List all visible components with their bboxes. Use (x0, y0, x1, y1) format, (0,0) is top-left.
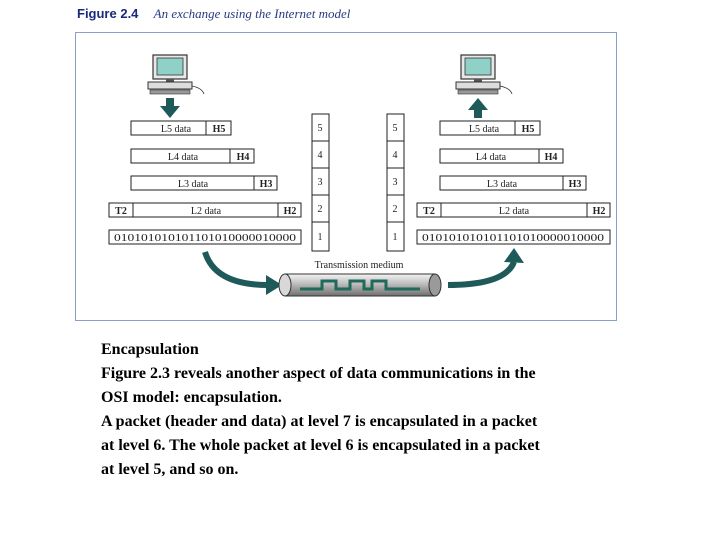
left-frame-level-2 (108, 202, 302, 218)
right-layer-number-3: 3 (393, 177, 398, 188)
body-line: Figure 2.3 reveals another aspect of dat… (101, 365, 536, 382)
right-layer-number-2: 2 (393, 204, 398, 215)
right-level-1-bits: 010101010101101010000010000 (422, 233, 604, 244)
left-level-2-trailer: T2 (115, 206, 127, 217)
left-level-5-data: L5 data (161, 124, 192, 135)
left-layer-column (311, 113, 330, 252)
body-text: Encapsulation Figure 2.3 reveals another… (101, 338, 661, 482)
left-frame-level-1 (108, 229, 302, 245)
left-level-3-header: H3 (260, 179, 273, 190)
body-line: at level 6. The whole packet at level 6 … (101, 437, 540, 454)
left-level-1-bits: 010101010101101010000010000 (114, 233, 296, 244)
left-frame-level-4 (130, 148, 255, 164)
left-frame-level-3 (130, 175, 278, 191)
curved-arrow-icon (202, 250, 282, 295)
left-layer-number-1: 1 (318, 232, 323, 243)
left-level-5-header: H5 (213, 124, 226, 135)
computer-icon (147, 54, 205, 95)
down-arrow-icon (160, 98, 180, 118)
right-frame-level-1 (416, 229, 611, 245)
up-arrow-icon (468, 98, 488, 118)
right-level-4-header: H4 (545, 152, 558, 163)
left-layer-number-2: 2 (318, 204, 323, 215)
curved-arrow-icon (447, 248, 524, 288)
left-layer-number-3: 3 (318, 177, 323, 188)
left-layer-number-5: 5 (318, 123, 323, 134)
body-heading: Encapsulation (101, 341, 199, 358)
right-layer-number-4: 4 (393, 150, 398, 161)
body-line: OSI model: encapsulation. (101, 389, 282, 406)
encapsulation-diagram: L5 data H5 L4 data H4 L3 data H3 T2 L2 d… (108, 54, 611, 297)
right-frame-level-4 (439, 148, 564, 164)
right-level-3-header: H3 (569, 179, 582, 190)
right-layer-number-1: 1 (393, 232, 398, 243)
right-frame-level-5 (439, 120, 541, 136)
medium-label: Transmission medium (315, 260, 404, 271)
right-level-2-data: L2 data (499, 206, 530, 217)
right-layer-column (386, 113, 405, 252)
figure-number: Figure 2.4 (77, 6, 139, 21)
left-level-4-header: H4 (237, 152, 250, 163)
left-level-2-header: H2 (284, 206, 297, 217)
right-frame-level-3 (439, 175, 587, 191)
left-frame-level-5 (130, 120, 232, 136)
figure-title: An exchange using the Internet model (153, 6, 351, 21)
right-level-2-header: H2 (593, 206, 606, 217)
left-layer-number-4: 4 (318, 150, 323, 161)
body-line: at level 5, and so on. (101, 461, 239, 478)
right-level-5-data: L5 data (469, 124, 500, 135)
right-level-2-trailer: T2 (423, 206, 435, 217)
right-layer-number-5: 5 (393, 123, 398, 134)
right-level-5-header: H5 (522, 124, 535, 135)
left-level-4-data: L4 data (168, 152, 199, 163)
left-level-2-data: L2 data (191, 206, 222, 217)
cable-icon (278, 273, 442, 297)
figure-caption: Figure 2.4 An exchange using the Interne… (77, 6, 350, 22)
left-level-3-data: L3 data (178, 179, 209, 190)
right-level-4-data: L4 data (476, 152, 507, 163)
right-frame-level-2 (416, 202, 611, 218)
right-level-3-data: L3 data (487, 179, 518, 190)
computer-icon (455, 54, 513, 95)
body-line: A packet (header and data) at level 7 is… (101, 413, 538, 430)
